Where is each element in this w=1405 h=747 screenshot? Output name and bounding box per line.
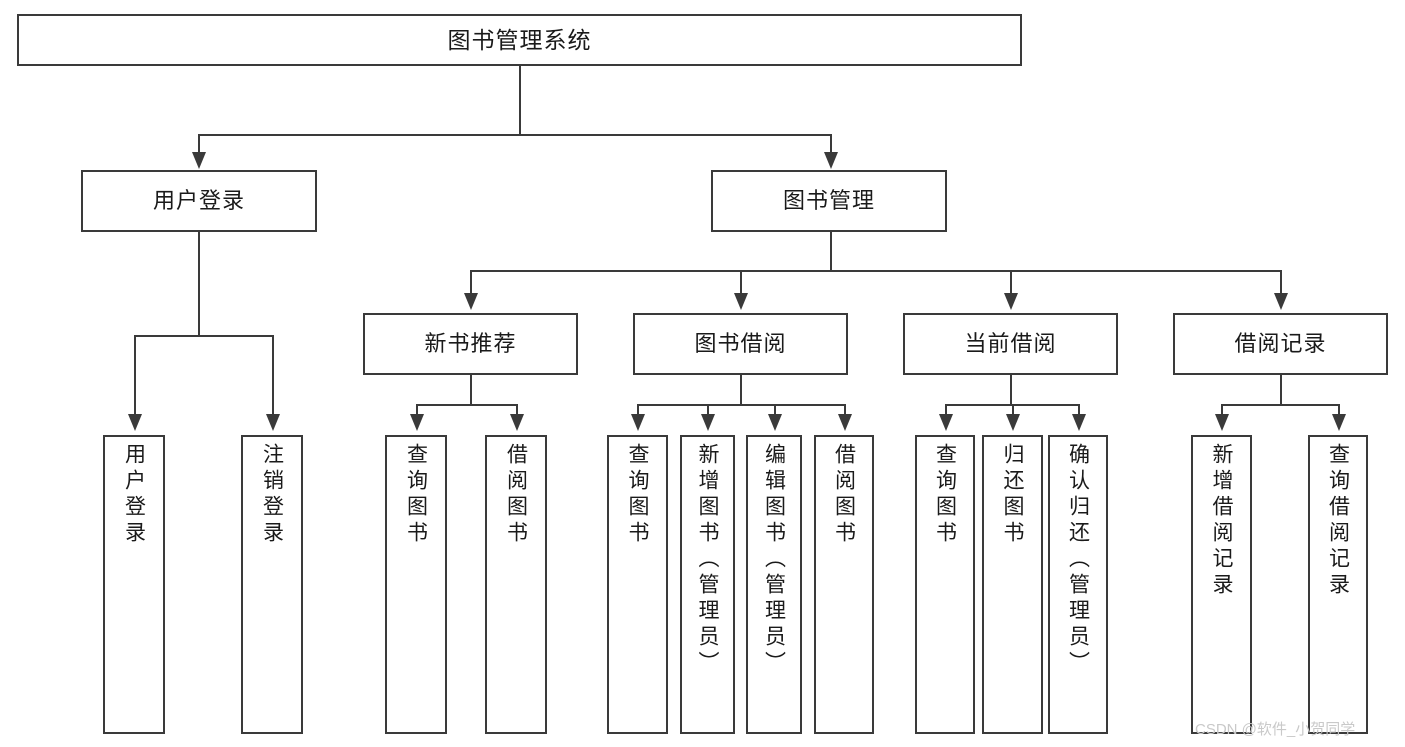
edge-borrow-bar: [637, 404, 844, 406]
node-leaf-br-query-record-label: 查询借阅记录: [1326, 443, 1350, 599]
arrow-bb-edit-book: [768, 414, 782, 431]
node-leaf-rec-borrow-book[interactable]: 借阅图书: [485, 435, 547, 734]
node-leaf-rec-query-book-label: 查询图书: [404, 443, 428, 547]
node-leaf-bb-edit-book[interactable]: 编辑图书（管理员）: [746, 435, 802, 734]
edge-book-manage-bar: [470, 270, 1281, 272]
edge-ul-to-leaf2: [272, 335, 274, 417]
edge-cb-to-leaf2: [1012, 404, 1014, 417]
node-borrow-record-label: 借阅记录: [1234, 331, 1327, 357]
node-leaf-rec-borrow-book-label: 借阅图书: [504, 443, 528, 547]
arrow-book-borrow: [734, 293, 748, 310]
arrow-br-query-record: [1332, 414, 1346, 431]
edge-root-to-user-login: [198, 134, 200, 156]
node-user-login-label: 用户登录: [152, 188, 245, 214]
csdn-watermark: CSDN @软件_小贺同学: [1195, 721, 1356, 738]
node-leaf-bb-add-book-label: 新增图书（管理员）: [696, 443, 719, 677]
arrow-new-book-rec: [464, 293, 478, 310]
node-leaf-rec-query-book[interactable]: 查询图书: [385, 435, 447, 734]
node-current-borrow[interactable]: 当前借阅: [903, 313, 1118, 375]
edge-book-manage-stem: [830, 232, 832, 271]
node-leaf-bb-query-book[interactable]: 查询图书: [607, 435, 668, 734]
node-leaf-bb-query-book-label: 查询图书: [626, 443, 649, 547]
edge-current-bar: [945, 404, 1078, 406]
node-leaf-br-add-record-label: 新增借阅记录: [1210, 443, 1233, 599]
edge-rec-to-leaf1: [416, 404, 418, 417]
node-leaf-cb-query-book-label: 查询图书: [933, 443, 957, 547]
arrow-bb-query-book: [631, 414, 645, 431]
node-leaf-br-add-record[interactable]: 新增借阅记录: [1191, 435, 1252, 734]
arrow-borrow-record: [1274, 293, 1288, 310]
edge-root-to-book-manage: [830, 134, 832, 156]
node-leaf-bb-add-book[interactable]: 新增图书（管理员）: [680, 435, 735, 734]
edge-rec-stem: [470, 375, 472, 405]
edge-br-to-leaf1: [1221, 404, 1223, 417]
arrow-cb-return-book: [1006, 414, 1020, 431]
edge-current-stem: [1010, 375, 1012, 405]
edge-bm-to-borrow: [740, 270, 742, 296]
node-current-borrow-label: 当前借阅: [964, 331, 1057, 357]
node-book-borrow-label: 图书借阅: [694, 331, 787, 357]
arrow-rec-query-book: [410, 414, 424, 431]
edge-bb-to-leaf2: [707, 404, 709, 417]
arrow-book-manage: [824, 152, 838, 169]
edge-bb-to-leaf1: [637, 404, 639, 417]
arrow-rec-borrow-book: [510, 414, 524, 431]
node-leaf-user-logout[interactable]: 注销登录: [241, 435, 303, 734]
node-leaf-user-login[interactable]: 用户登录: [103, 435, 165, 734]
node-leaf-user-logout-label: 注销登录: [260, 443, 284, 547]
edge-borrow-stem: [740, 375, 742, 405]
node-leaf-br-query-record[interactable]: 查询借阅记录: [1308, 435, 1368, 734]
arrow-br-add-record: [1215, 414, 1229, 431]
edge-br-to-leaf2: [1338, 404, 1340, 417]
edge-record-bar: [1221, 404, 1338, 406]
arrow-leaf-user-logout: [266, 414, 280, 431]
node-leaf-user-login-label: 用户登录: [122, 443, 146, 547]
edge-ul-to-leaf1: [134, 335, 136, 417]
arrow-cb-query-book: [939, 414, 953, 431]
edge-root-stem: [519, 66, 521, 134]
edge-rec-to-leaf2: [516, 404, 518, 417]
node-leaf-cb-query-book[interactable]: 查询图书: [915, 435, 975, 734]
node-user-login[interactable]: 用户登录: [81, 170, 317, 232]
node-new-book-rec-label: 新书推荐: [424, 331, 517, 357]
arrow-leaf-user-login: [128, 414, 142, 431]
node-leaf-bb-borrow-book-label: 借阅图书: [832, 443, 856, 547]
node-book-manage-label: 图书管理: [782, 188, 875, 214]
node-new-book-rec[interactable]: 新书推荐: [363, 313, 578, 375]
edge-bm-to-rec: [470, 270, 472, 296]
arrow-bb-borrow-book: [838, 414, 852, 431]
node-root-label: 图书管理系统: [447, 26, 592, 53]
node-leaf-bb-borrow-book[interactable]: 借阅图书: [814, 435, 874, 734]
node-leaf-bb-edit-book-label: 编辑图书（管理员）: [762, 443, 786, 677]
arrow-bb-add-book: [701, 414, 715, 431]
edge-cb-to-leaf1: [945, 404, 947, 417]
node-book-manage[interactable]: 图书管理: [711, 170, 947, 232]
node-book-borrow[interactable]: 图书借阅: [633, 313, 848, 375]
node-root[interactable]: 图书管理系统: [17, 14, 1022, 66]
edge-bm-to-record: [1280, 270, 1282, 296]
edge-bm-to-current: [1010, 270, 1012, 296]
node-leaf-cb-return-book-label: 归还图书: [1001, 443, 1024, 547]
edge-record-stem: [1280, 375, 1282, 405]
edge-rec-bar: [416, 404, 516, 406]
node-leaf-cb-confirm-return-label: 确认归还（管理员）: [1066, 443, 1090, 677]
arrow-user-login: [192, 152, 206, 169]
edge-bb-to-leaf4: [844, 404, 846, 417]
edge-user-login-bar: [134, 335, 272, 337]
edge-user-login-stem: [198, 232, 200, 335]
node-leaf-cb-confirm-return[interactable]: 确认归还（管理员）: [1048, 435, 1108, 734]
arrow-current-borrow: [1004, 293, 1018, 310]
edge-bb-to-leaf3: [774, 404, 776, 417]
node-borrow-record[interactable]: 借阅记录: [1173, 313, 1388, 375]
edge-cb-to-leaf3: [1078, 404, 1080, 417]
edge-root-bar: [198, 134, 832, 136]
node-leaf-cb-return-book[interactable]: 归还图书: [982, 435, 1043, 734]
arrow-cb-confirm-return: [1072, 414, 1086, 431]
